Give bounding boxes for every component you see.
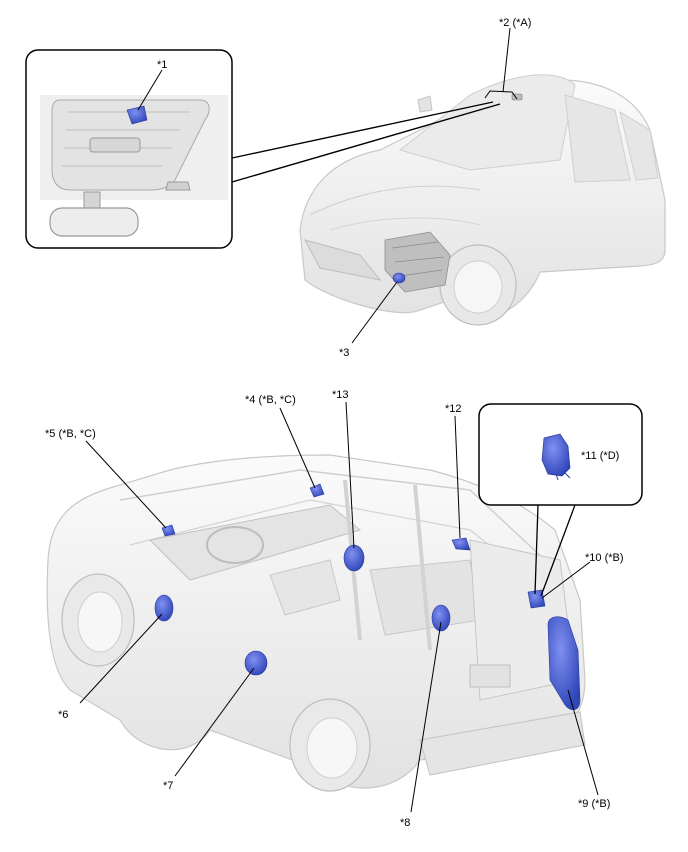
- component-7: [244, 650, 268, 676]
- leader-lines: [79, 27, 599, 813]
- component-8: [431, 604, 451, 632]
- callout-labels: *1 *2 (*A) *3 *4 (*B, *C) *5 (*B, *C) *6…: [45, 17, 624, 829]
- inset-connector: [231, 90, 518, 183]
- component-4: [309, 483, 325, 498]
- component-9: [547, 616, 581, 710]
- callout-12: *12: [445, 403, 462, 415]
- callout-10: *10 (*B): [585, 552, 624, 564]
- component-3: [392, 272, 406, 284]
- component-10: [527, 589, 546, 609]
- overhead-console-inset: [25, 49, 233, 249]
- component-6: [154, 594, 174, 622]
- callout-3: *3: [339, 347, 349, 359]
- component-1: [126, 105, 148, 125]
- component-13: [343, 544, 365, 572]
- ecu-inset: [478, 403, 643, 597]
- callout-8: *8: [400, 817, 410, 829]
- front-vehicle-view: [299, 74, 666, 326]
- callout-9: *9 (*B): [578, 798, 610, 810]
- callout-11: *11 (*D): [581, 450, 619, 462]
- component-11: [541, 433, 571, 477]
- callout-6: *6: [58, 709, 68, 721]
- callout-1: *1: [157, 59, 167, 71]
- component-12: [451, 537, 471, 551]
- callout-2: *2 (*A): [499, 17, 531, 29]
- callout-4: *4 (*B, *C): [245, 394, 296, 406]
- callout-5: *5 (*B, *C): [45, 428, 96, 440]
- callout-13: *13: [332, 389, 349, 401]
- callout-7: *7: [163, 780, 173, 792]
- rear-vehicle-view: [46, 454, 586, 792]
